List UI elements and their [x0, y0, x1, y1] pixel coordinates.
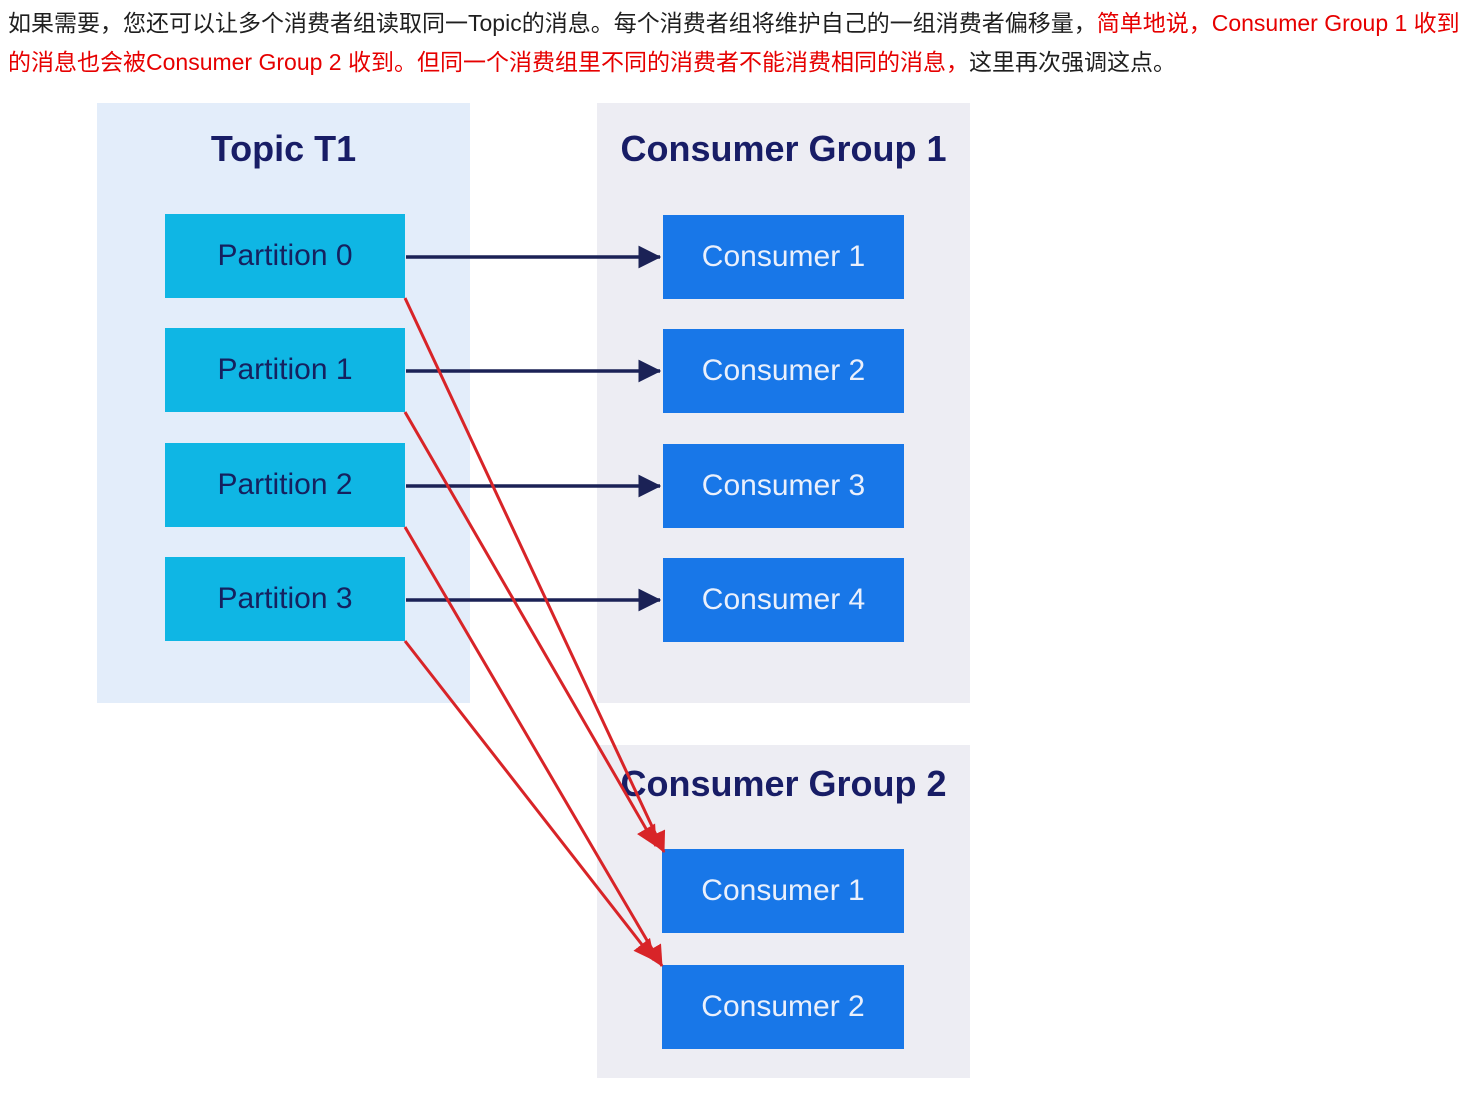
- group1-consumer-2-box: Consumer 2: [663, 329, 904, 413]
- group2-consumer-2-box: Consumer 2: [662, 965, 904, 1049]
- intro-text-black-2: 这里再次强调这点。: [968, 49, 1176, 75]
- intro-text-black-1: 如果需要，您还可以让多个消费者组读取同一Topic的消息。每个消费者组将维护自己…: [8, 10, 1097, 36]
- group1-consumer-3-box: Consumer 3: [663, 444, 904, 528]
- intro-paragraph: 如果需要，您还可以让多个消费者组读取同一Topic的消息。每个消费者组将维护自己…: [8, 4, 1464, 82]
- partition-2-box: Partition 2: [165, 443, 405, 527]
- partition-3-box: Partition 3: [165, 557, 405, 641]
- group2-consumer-1-box: Consumer 1: [662, 849, 904, 933]
- group1-consumer-4-box: Consumer 4: [663, 558, 904, 642]
- intro-text-red-highlight: 简单地说，Consumer Group 1 收到的消息也会被Consumer G…: [8, 10, 1460, 75]
- partition-1-box: Partition 1: [165, 328, 405, 412]
- consumer-group-2-title: Consumer Group 2: [620, 763, 947, 804]
- partition-0-box: Partition 0: [165, 214, 405, 298]
- group1-consumer-1-box: Consumer 1: [663, 215, 904, 299]
- consumer-group-1-title: Consumer Group 1: [620, 128, 947, 169]
- topic-t1-title: Topic T1: [210, 128, 357, 169]
